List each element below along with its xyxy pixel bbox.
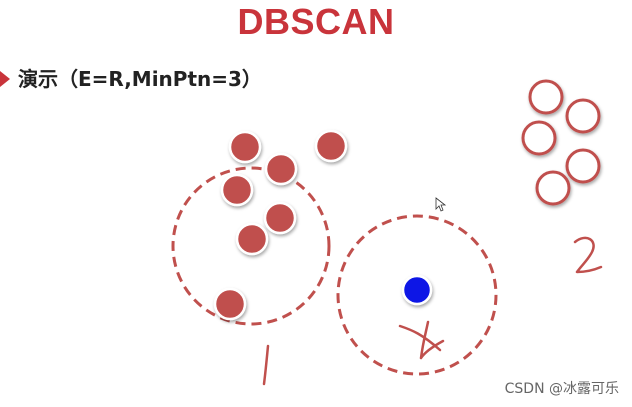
point-red [314, 129, 348, 163]
point-red [264, 152, 298, 186]
handwritten-x-icon [398, 320, 445, 360]
point-red [228, 130, 262, 164]
epsilon-circle-right [336, 214, 498, 376]
point-hollow [565, 98, 601, 134]
watermark: CSDN @冰露可乐 [501, 377, 622, 399]
slide-title: DBSCAN [237, 1, 395, 42]
handwritten-annotations [262, 236, 603, 386]
handwritten-two-icon [573, 236, 603, 274]
point-hollow [521, 120, 557, 156]
point-red [213, 287, 247, 321]
cluster-1-points [213, 129, 348, 321]
cluster-2-points [521, 79, 601, 206]
point-red [263, 201, 297, 235]
bullet-arrow-icon [0, 71, 10, 87]
handwritten-one-icon [262, 344, 270, 386]
point-hollow [535, 170, 571, 206]
point-hollow [528, 79, 564, 115]
mouse-cursor-icon [435, 197, 447, 212]
epsilon-circle-left [171, 166, 331, 326]
point-red [220, 173, 254, 207]
slide-subtitle: 演示（E=R,MinPtn=3） [18, 67, 262, 91]
point-hollow [565, 148, 601, 184]
point-blue [401, 274, 433, 306]
point-red [235, 222, 269, 256]
